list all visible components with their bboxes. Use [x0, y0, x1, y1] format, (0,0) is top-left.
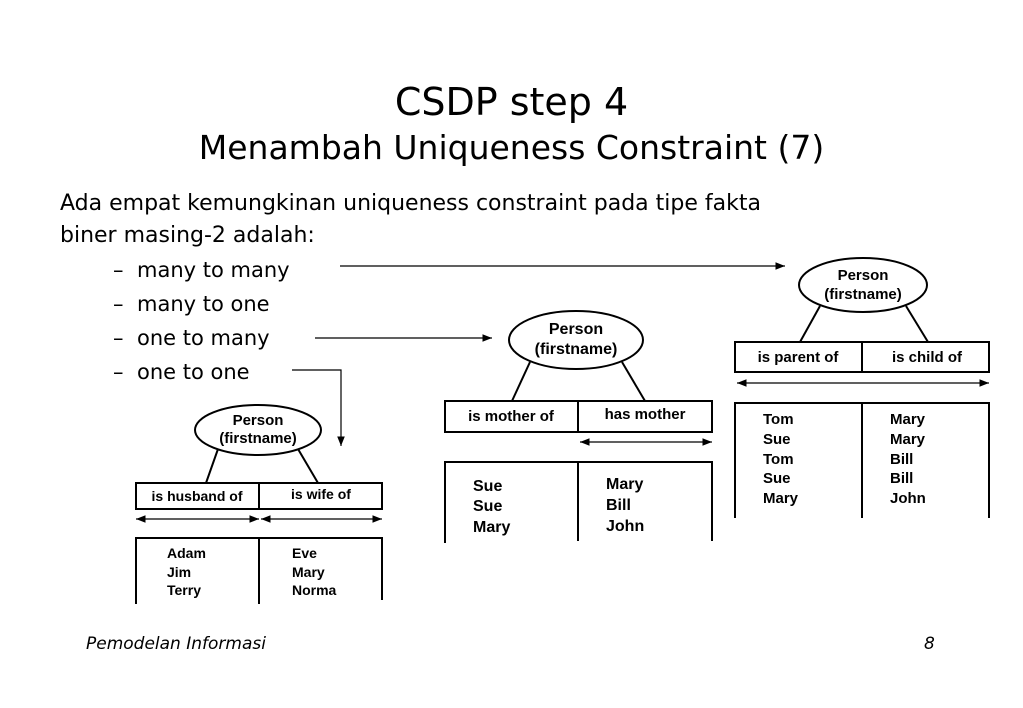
- role-label-left: is parent of: [758, 349, 840, 366]
- bullet-many-to-many: –many to many: [113, 257, 290, 283]
- bullet-dash: –: [113, 360, 124, 384]
- entity-name: Person: [233, 412, 284, 429]
- entity-ellipse: [508, 310, 644, 370]
- table-cell: Sue: [473, 498, 502, 515]
- entity-ref: (firstname): [824, 286, 902, 303]
- intro-line-1: Ada empat kemungkinan uniqueness constra…: [60, 191, 761, 216]
- table-cell: Mary: [890, 411, 926, 428]
- table-cell: Mary: [473, 519, 510, 536]
- intro-text: Ada empat kemungkinan uniqueness constra…: [60, 188, 960, 252]
- role-label-right: is wife of: [291, 486, 351, 502]
- bullet-dash: –: [113, 258, 124, 282]
- slide-title: CSDP step 4: [394, 80, 629, 124]
- bullet-label: one to one: [137, 360, 250, 384]
- bullet-label: many to many: [137, 258, 290, 282]
- entity-name: Person: [838, 267, 889, 284]
- role-label-left: is mother of: [468, 408, 555, 425]
- entity-ref: (firstname): [535, 341, 618, 358]
- table-cell: Sue: [473, 478, 502, 495]
- table-cell: John: [606, 518, 644, 535]
- table-cell: Eve: [292, 545, 317, 561]
- table-cell: Bill: [606, 497, 631, 514]
- table-cell: Mary: [763, 490, 799, 507]
- diagram-one-to-many: Person (firstname) is mother of has moth…: [444, 310, 713, 543]
- intro-line-2: biner masing-2 adalah:: [60, 223, 315, 248]
- slide-subtitle: Menambah Uniqueness Constraint (7): [198, 128, 825, 167]
- bullet-dash: –: [113, 292, 124, 316]
- table-cell: Norma: [292, 582, 337, 598]
- diagram-one-to-one: Person (firstname) is husband of is wife…: [135, 404, 383, 604]
- entity-ellipse: [798, 257, 928, 313]
- table-cell: Adam: [167, 545, 206, 561]
- table-cell: Bill: [890, 470, 913, 487]
- arrow-one-to-one: [292, 369, 345, 446]
- table-cell: Mary: [292, 564, 325, 580]
- bullet-one-to-one: –one to one: [113, 359, 250, 385]
- entity-name: Person: [549, 321, 603, 338]
- bullet-dash: –: [113, 326, 124, 350]
- bullet-label: many to one: [137, 292, 270, 316]
- role-box-right: [861, 341, 990, 373]
- footer-page-number: 8: [924, 634, 935, 654]
- table-cell: John: [890, 490, 926, 507]
- role-label-right: is child of: [892, 349, 963, 366]
- table-cell: Tom: [763, 451, 794, 468]
- table-cell: Tom: [763, 411, 794, 428]
- table-cell: Jim: [167, 564, 191, 580]
- role-box-right: [258, 482, 383, 510]
- footer-course-name: Pemodelan Informasi: [86, 634, 266, 654]
- role-box-right: [577, 400, 713, 433]
- table-cell: Sue: [763, 431, 791, 448]
- table-cell: Mary: [606, 476, 643, 493]
- table-cell: Terry: [167, 582, 201, 598]
- table-cell: Sue: [763, 470, 791, 487]
- role-label-left: is husband of: [152, 488, 243, 504]
- entity-ellipse: [194, 404, 322, 456]
- bullet-one-to-many: –one to many: [113, 325, 270, 351]
- role-label-right: has mother: [605, 406, 686, 423]
- bullet-many-to-one: –many to one: [113, 291, 270, 317]
- bullet-label: one to many: [137, 326, 270, 350]
- table-cell: Bill: [890, 451, 913, 468]
- diagram-many-to-many: Person (firstname) is parent of is child…: [734, 257, 990, 518]
- entity-ref: (firstname): [219, 430, 297, 447]
- role-box-left: [734, 341, 863, 373]
- table-cell: Mary: [890, 431, 926, 448]
